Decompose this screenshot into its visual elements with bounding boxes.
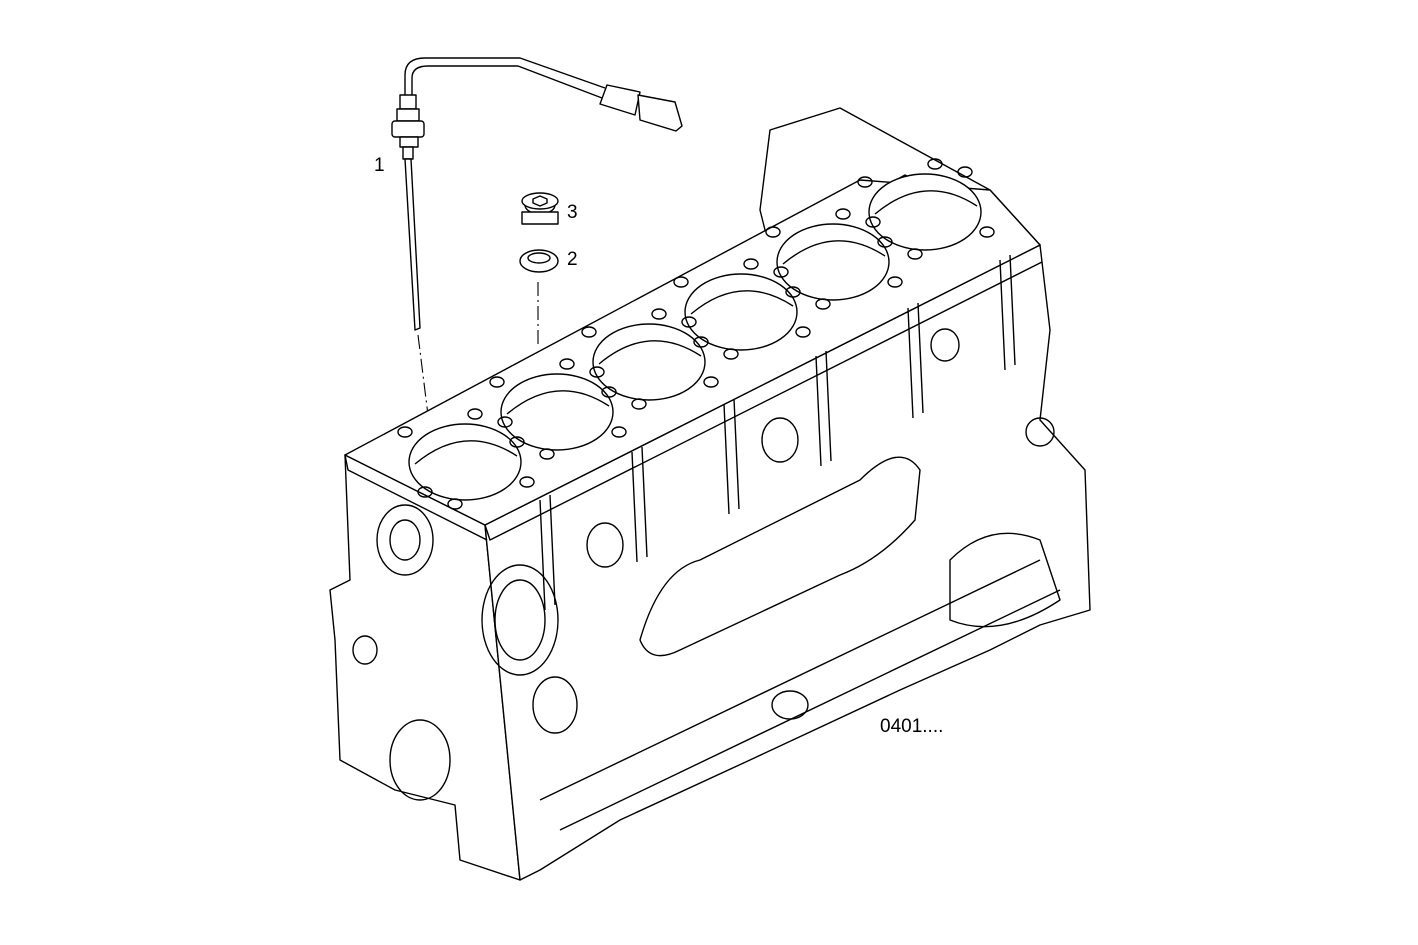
bolt-hole bbox=[589, 366, 605, 378]
bolt-hole bbox=[877, 236, 893, 248]
bolt-hole bbox=[857, 176, 873, 188]
bolt-hole bbox=[611, 426, 627, 438]
rib bbox=[631, 446, 648, 563]
deck-bolt-holes bbox=[397, 158, 995, 510]
callout-3: 3 bbox=[567, 202, 578, 223]
bore-edge bbox=[782, 240, 886, 265]
bolt-hole bbox=[835, 208, 851, 220]
cylinder-bore bbox=[868, 173, 982, 251]
bolt-hole bbox=[467, 408, 483, 420]
bolt-hole bbox=[723, 348, 739, 360]
cylinder-bores bbox=[408, 173, 982, 501]
bore-edge bbox=[874, 190, 978, 215]
rib bbox=[999, 254, 1016, 371]
bolt-hole bbox=[703, 376, 719, 388]
bolt-hole bbox=[927, 158, 943, 170]
rib bbox=[539, 494, 556, 611]
bolt-hole bbox=[631, 398, 647, 410]
bolt-hole bbox=[773, 266, 789, 278]
bolt-hole bbox=[785, 286, 801, 298]
bolt-hole bbox=[447, 498, 463, 510]
bolt-hole bbox=[559, 358, 575, 370]
bolt-hole bbox=[865, 216, 881, 228]
bolt-hole bbox=[743, 258, 759, 270]
bolt-hole bbox=[765, 226, 781, 238]
bolt-hole bbox=[673, 276, 689, 288]
plug-part bbox=[521, 192, 559, 225]
bolt-hole bbox=[651, 308, 667, 320]
reference-code: 0401.... bbox=[880, 716, 944, 737]
rib bbox=[723, 398, 740, 515]
bolt-hole bbox=[581, 326, 597, 338]
bolt-hole bbox=[907, 248, 923, 260]
block-ribs bbox=[539, 254, 1016, 611]
cylinder-bore bbox=[684, 273, 798, 351]
cylinder-bore bbox=[592, 323, 706, 401]
bolt-hole bbox=[979, 226, 995, 238]
bolt-hole bbox=[887, 276, 903, 288]
bolt-hole bbox=[693, 336, 709, 348]
bolt-hole bbox=[417, 486, 433, 498]
cylinder-bore bbox=[776, 223, 890, 301]
cylinder-bore bbox=[500, 373, 614, 451]
bolt-hole bbox=[539, 448, 555, 460]
callout-1: 1 bbox=[374, 155, 385, 176]
bolt-hole bbox=[489, 376, 505, 388]
bolt-hole bbox=[519, 476, 535, 488]
rib bbox=[907, 302, 924, 419]
bore-edge bbox=[506, 390, 610, 415]
washer-part bbox=[519, 249, 559, 273]
bolt-hole bbox=[509, 436, 525, 448]
bolt-hole bbox=[397, 426, 413, 438]
bolt-hole bbox=[681, 316, 697, 328]
bolt-hole bbox=[957, 166, 973, 178]
bolt-hole bbox=[795, 326, 811, 338]
bore-edge bbox=[598, 340, 702, 365]
bore-edge bbox=[414, 440, 518, 465]
rib bbox=[815, 350, 832, 467]
bolt-hole bbox=[601, 386, 617, 398]
sensor-part bbox=[391, 57, 683, 331]
bolt-hole bbox=[497, 416, 513, 428]
leader-line-sensor bbox=[417, 334, 429, 416]
cylinder-bore bbox=[408, 423, 522, 501]
callout-2: 2 bbox=[567, 249, 578, 270]
bore-edge bbox=[690, 290, 794, 315]
block-side-details bbox=[352, 328, 1061, 831]
bolt-hole bbox=[815, 298, 831, 310]
